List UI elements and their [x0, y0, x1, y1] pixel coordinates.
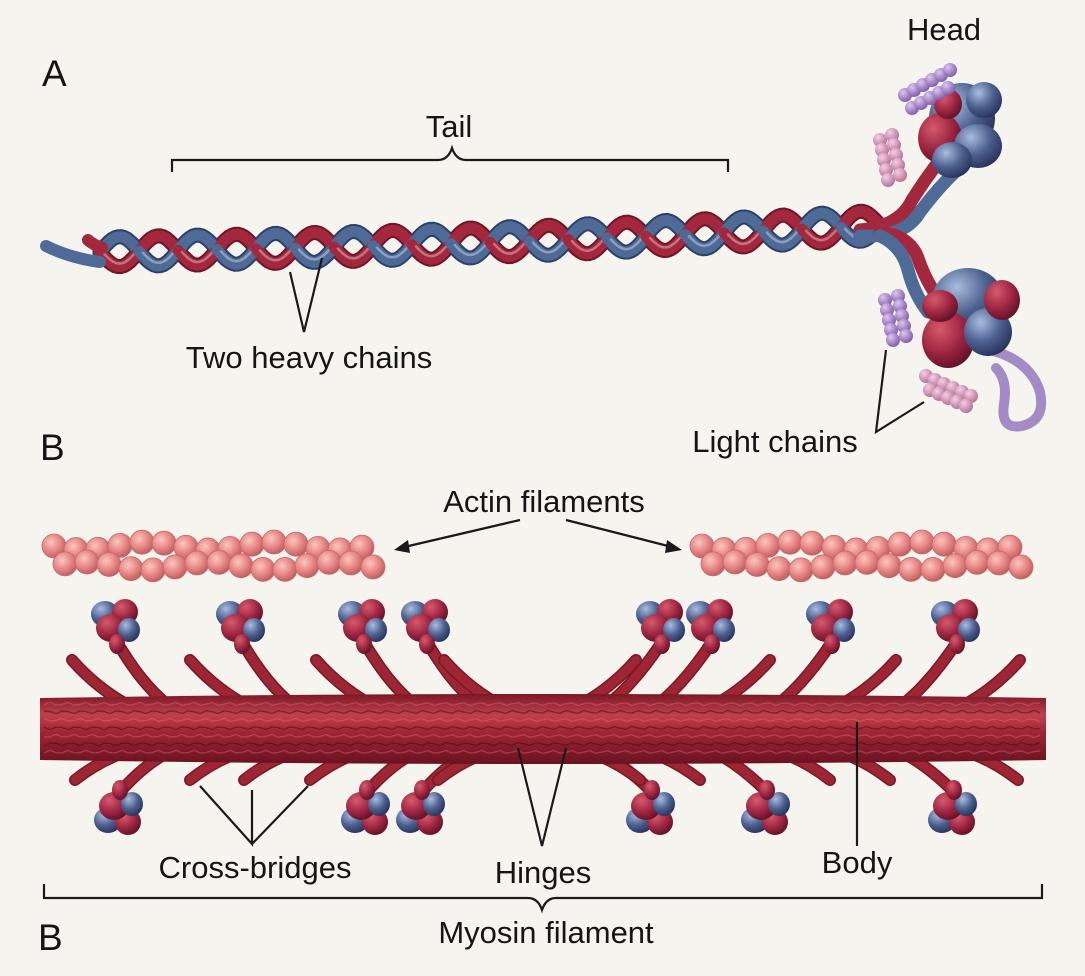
myosin-filament-body [40, 694, 1046, 764]
head-label: Head [907, 12, 981, 47]
cross-bridges-pointer [199, 785, 309, 847]
light-chains [873, 63, 978, 413]
cross-bridge-heads [91, 599, 980, 835]
actin-filament-left [41, 529, 386, 583]
heavy-chain-coil [40, 153, 1047, 432]
hinges-pointer [516, 747, 568, 847]
panel-label-b-top: B [40, 427, 65, 468]
tail-bracket [170, 144, 730, 172]
two-heavy-chains-label: Two heavy chains [186, 340, 432, 375]
myosin-filament-bracket [42, 884, 1044, 914]
light-chains-pointer [874, 349, 925, 435]
heavy-chains-pointer [288, 257, 324, 333]
actin-filaments-label: Actin filaments [443, 484, 645, 519]
actin-filament-right [689, 529, 1034, 583]
body-label: Body [822, 845, 893, 880]
myosin-head-upper [918, 82, 1002, 178]
actin-arrows [394, 518, 682, 553]
tail-label: Tail [426, 109, 473, 144]
hinges-label: Hinges [495, 855, 592, 890]
panel-label-b-bottom: B [38, 917, 63, 958]
myosin-filament-label: Myosin filament [438, 915, 654, 950]
panel-label-a: A [42, 53, 67, 94]
cross-bridges-label: Cross-bridges [159, 850, 352, 885]
light-chains-label: Light chains [692, 424, 857, 459]
myosin-head-lower [922, 268, 1020, 368]
